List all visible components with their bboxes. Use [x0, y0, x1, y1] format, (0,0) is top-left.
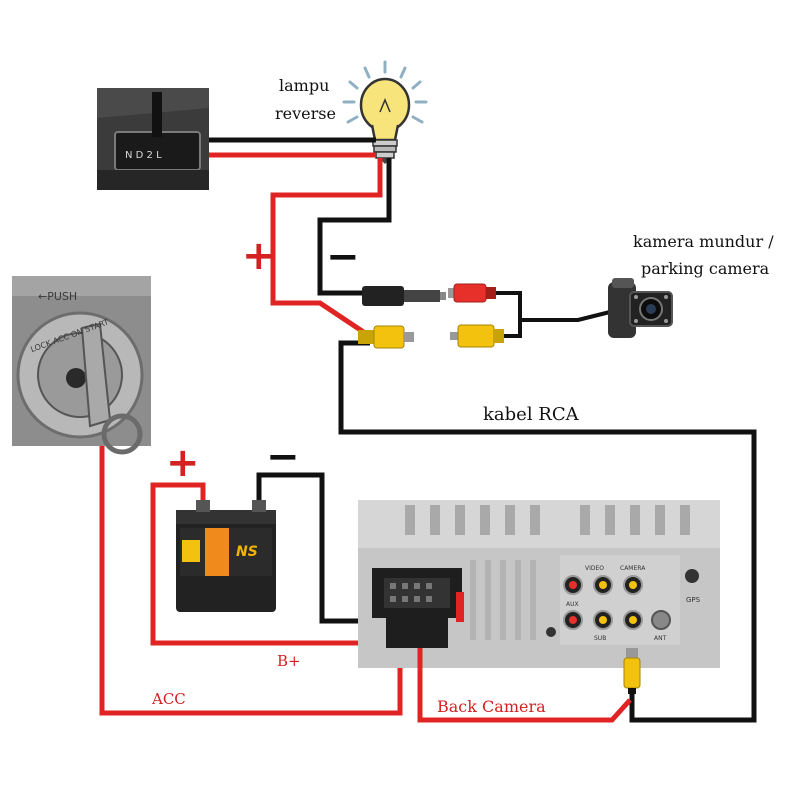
rca-red-connector — [448, 283, 496, 303]
rca-black-connector — [362, 286, 446, 306]
wire-camera-yellow — [504, 320, 522, 338]
wire-rca-cable — [338, 340, 757, 723]
wire-back-camera — [417, 648, 632, 723]
wire-black-lamp-to-rca — [317, 158, 392, 296]
wire-battery-minus — [256, 472, 382, 624]
rca-cable-label: kabel RCA — [483, 404, 579, 425]
wire-red-lamp-to-rca — [270, 158, 383, 336]
battery-brand-text: NS — [236, 544, 258, 560]
port-label-gps: GPS — [686, 596, 701, 604]
reverse-lamp — [342, 60, 428, 164]
wire-camera-red — [496, 291, 611, 322]
camera-label-line2: parking camera — [641, 259, 770, 278]
plus-sign-lamp: + — [242, 233, 276, 279]
back-camera-label: Back Camera — [437, 697, 546, 716]
minus-sign-battery: − — [266, 434, 300, 480]
port-label-ant: ANT — [654, 635, 667, 642]
acc-label: ACC — [152, 690, 186, 708]
port-label-camera: CAMERA — [620, 565, 646, 572]
rca-ports — [546, 569, 699, 637]
port-label-sub: SUB — [594, 635, 606, 642]
rca-yellow-connector-2 — [450, 324, 504, 348]
ignition-push-text: ←PUSH — [38, 290, 77, 303]
parking-camera — [608, 278, 673, 338]
gear-shifter-photo: N D 2 L — [97, 88, 209, 190]
camera-label-line1: kamera mundur / — [633, 232, 774, 251]
minus-sign-lamp: − — [326, 234, 360, 280]
wire-acc — [99, 446, 403, 716]
ignition-key-photo: ←PUSH LOCK ACC ON START — [12, 276, 151, 455]
lamp-label-line1: lampu — [279, 76, 330, 95]
plus-sign-battery: + — [166, 440, 200, 486]
rca-yellow-connector — [358, 325, 414, 349]
gear-indicator-text: N D 2 L — [125, 150, 162, 161]
port-label-video: VIDEO — [585, 565, 604, 572]
wire-battery-plus — [150, 482, 382, 646]
battery: NS — [176, 500, 276, 612]
head-unit: VIDEO CAMERA AUX SUB ANT GPS — [358, 500, 720, 668]
lamp-label-line2: reverse — [275, 104, 336, 123]
rca-yellow-plug-headunit — [623, 648, 641, 694]
bplus-label: B+ — [277, 652, 301, 670]
port-label-aux: AUX — [566, 601, 579, 608]
